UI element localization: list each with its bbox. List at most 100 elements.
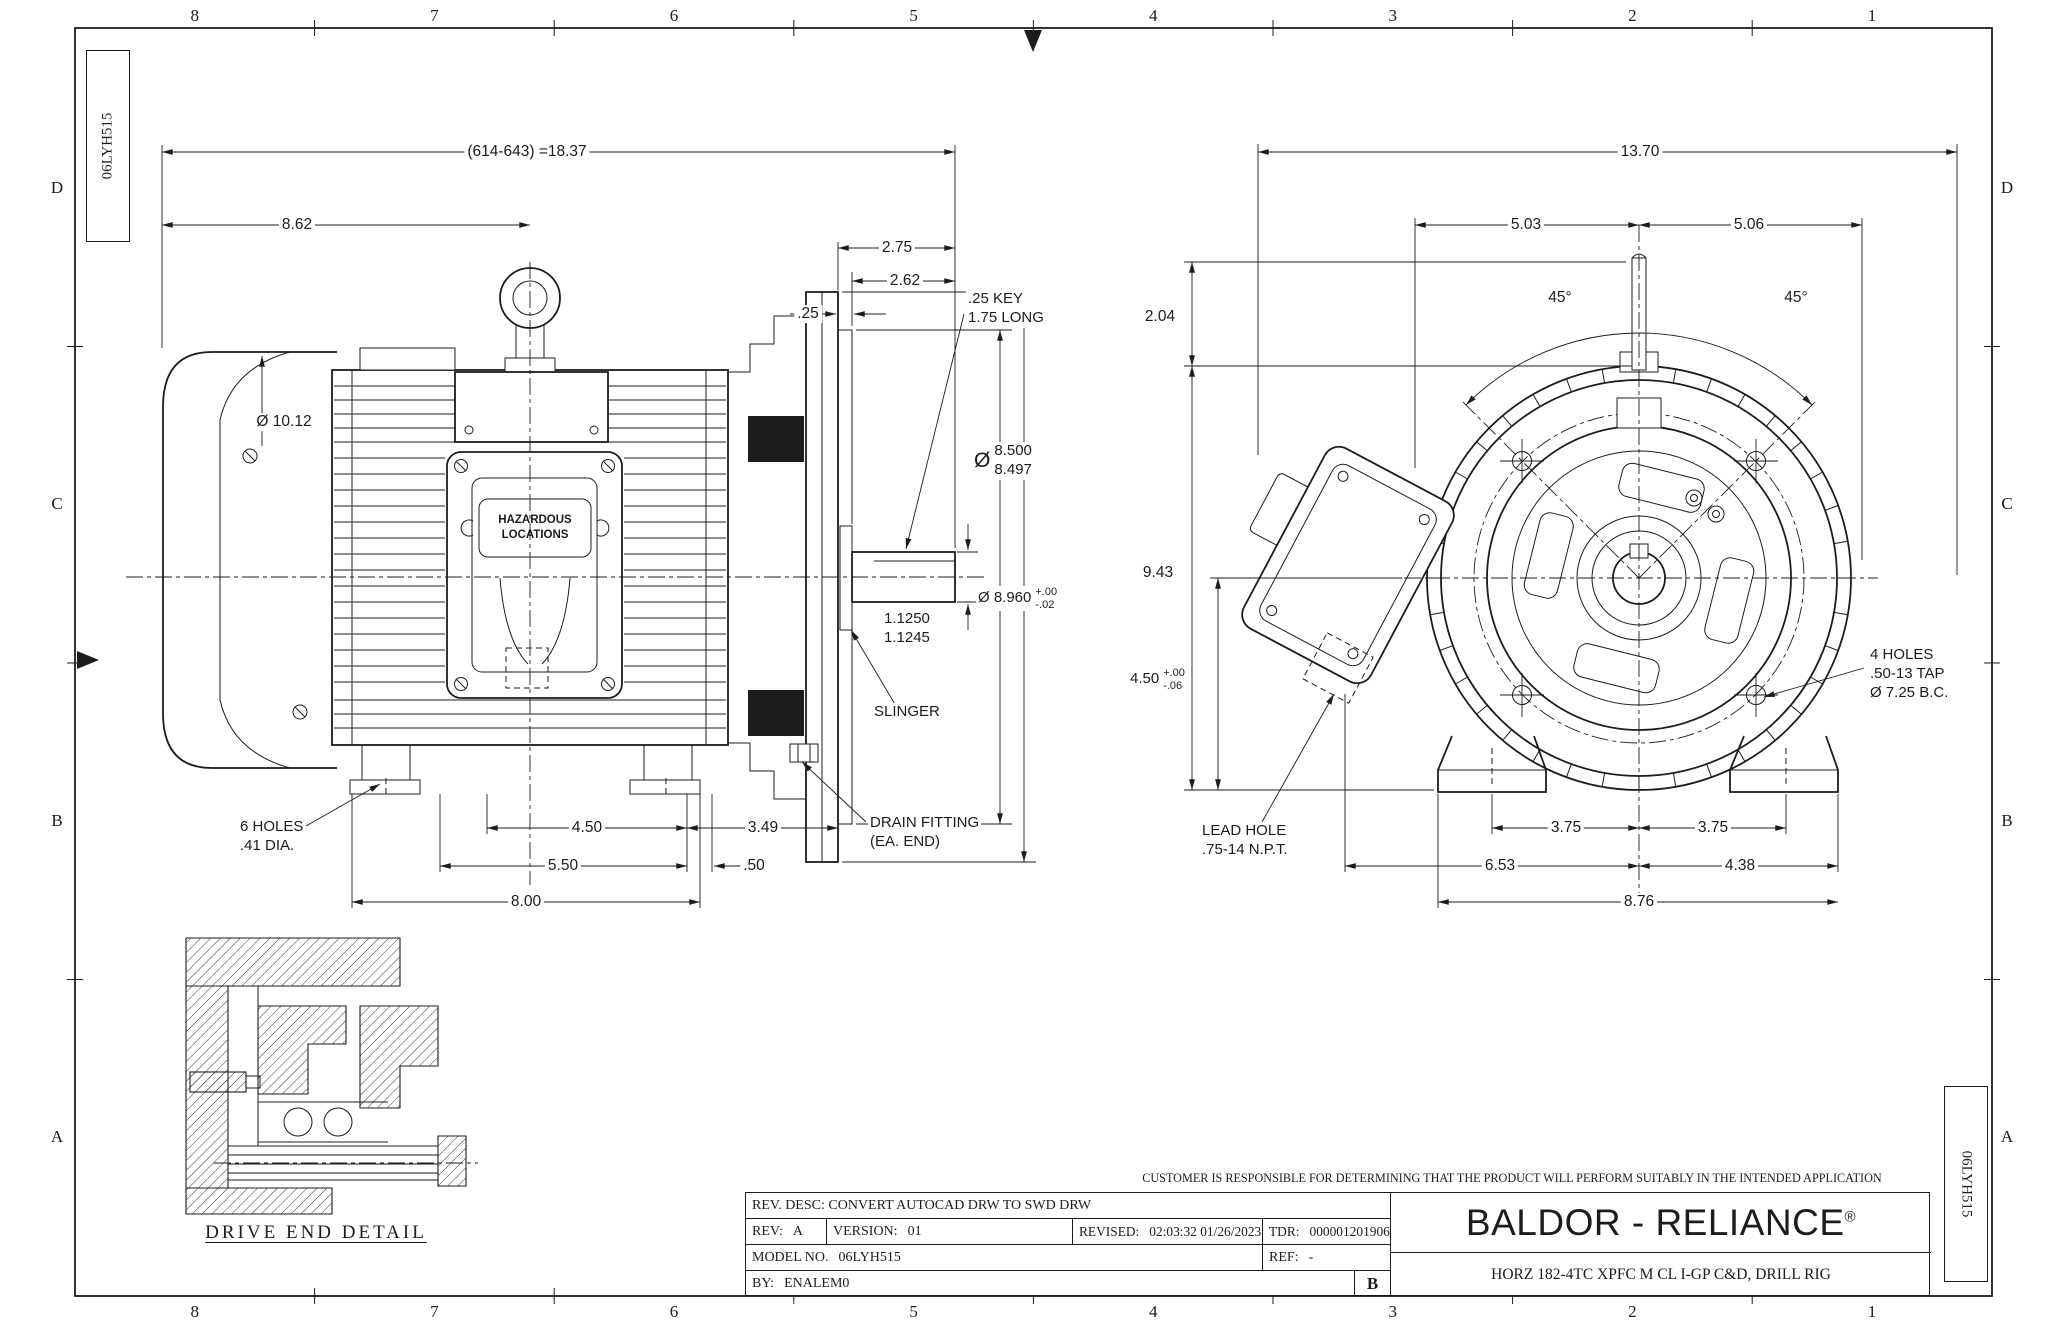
zone-bottom-3: 3 [1388, 1302, 1398, 1321]
zone-bottom-1: 1 [1867, 1302, 1877, 1321]
mounting-feet-front [1437, 735, 1839, 793]
pilot-diameter: Ø 8.500 8.497 [972, 442, 1034, 480]
model-no-cell: MODEL NO.06LYH515 [746, 1245, 1263, 1271]
motor-side-view [126, 262, 988, 885]
dim-8-76: 8.76 [1620, 893, 1658, 911]
title-block: REV. DESC: CONVERT AUTOCAD DRW TO SWD DR… [745, 1192, 1931, 1297]
face-pad [1704, 557, 1755, 644]
zone-right-a: A [2000, 1127, 2014, 1146]
tap-holes [1500, 439, 1778, 717]
tdr-cell: TDR:000001201906 [1263, 1219, 1391, 1245]
zone-bottom-4: 4 [1148, 1302, 1158, 1321]
dim-5-50: 5.50 [544, 857, 582, 875]
revised-cell: REVISED:02:03:32 01/26/2023 [1073, 1219, 1263, 1245]
lead-hole [1302, 632, 1374, 704]
zone-bottom-6: 6 [669, 1302, 679, 1321]
motor-front-view [1241, 225, 1878, 908]
zone-left-a: A [50, 1127, 64, 1146]
dim-3-75-left: 3.75 [1547, 819, 1585, 837]
tap-holes-note: 4 HOLES .50-13 TAP Ø 7.25 B.C. [1868, 646, 1951, 703]
key-note: .25 KEY 1.75 LONG [966, 290, 1046, 328]
zone-bottom-5: 5 [909, 1302, 918, 1321]
zone-left-b: B [51, 811, 63, 830]
zone-left-c: C [51, 494, 63, 513]
slinger [839, 525, 853, 631]
dim-3-49: 3.49 [744, 819, 782, 837]
brand-cell: BALDOR - RELIANCE® [1391, 1193, 1931, 1253]
dim-2-62: 2.62 [886, 272, 924, 290]
angle-45-right: 45° [1781, 289, 1811, 307]
hazardous-locations-plate [478, 498, 592, 558]
bearing-ball [283, 1107, 313, 1137]
flange-diameter: Ø 8.960 +.00 -.02 [976, 586, 1060, 612]
dim-8-62: 8.62 [278, 216, 316, 234]
dim-2-75: 2.75 [878, 239, 916, 257]
zone-top-3: 3 [1388, 6, 1398, 25]
rev-cell: REV:A [746, 1219, 827, 1245]
zone-top-4: 4 [1148, 6, 1158, 25]
fan-cover-diameter: Ø 10.12 [253, 413, 315, 431]
mounting-feet-side [349, 745, 701, 796]
description-cell: HORZ 182-4TC XPFC M CL I-GP C&D, DRILL R… [1491, 1266, 1831, 1283]
center-marker-left [77, 651, 99, 669]
version-cell: VERSION:01 [827, 1219, 1073, 1245]
zone-bottom-7: 7 [430, 1302, 439, 1321]
drive-end-detail-section [185, 937, 478, 1215]
zone-top-7: 7 [430, 6, 439, 25]
zone-left-d: D [50, 178, 64, 197]
dim-4-38: 4.38 [1721, 857, 1759, 875]
shaft-height: 4.50 +.00 -.06 [1128, 667, 1187, 693]
zone-bottom-8: 8 [190, 1302, 200, 1321]
nameplate [454, 371, 609, 443]
dim-0-25: .25 [794, 305, 822, 323]
zone-top-5: 5 [909, 6, 918, 25]
drawing-number-box-top-left: 06LYH515 [86, 50, 130, 242]
zone-top-1: 1 [1867, 6, 1877, 25]
shaft-diameter: 1.1250 1.1245 [882, 610, 932, 648]
feet-holes-note: 6 HOLES .41 DIA. [238, 818, 306, 856]
dim-2-04: 2.04 [1141, 308, 1179, 326]
dim-9-43: 9.43 [1139, 564, 1177, 582]
face-pad [1573, 643, 1660, 694]
drain-fitting [789, 743, 819, 763]
dim-5-06: 5.06 [1730, 216, 1768, 234]
side-view-dimensions [161, 145, 1036, 908]
zone-bottom-2: 2 [1628, 1302, 1637, 1321]
drawing-number-box-bottom-right: 06LYH515 [1944, 1086, 1988, 1282]
lower-plug-block [748, 690, 804, 736]
drain-fitting-note: DRAIN FITTING (EA. END) [868, 814, 982, 852]
dim-overall-length: (614-643) =18.37 [464, 143, 590, 161]
detail-view-title: DRIVE END DETAIL [205, 1222, 427, 1243]
zone-right-d: D [2000, 178, 2014, 197]
dim-0-50: .50 [740, 857, 768, 875]
front-view-dimensions [1184, 144, 1958, 908]
brand-logo-text: BALDOR - RELIANCE® [1465, 1201, 1857, 1243]
diameter-symbol: Ø [974, 448, 991, 472]
zone-top-8: 8 [190, 6, 200, 25]
conduit-box-side [446, 451, 623, 699]
drawing-number: 06LYH515 [99, 112, 116, 180]
fan-cover [162, 351, 337, 769]
zone-top-2: 2 [1628, 6, 1637, 25]
slinger-label: SLINGER [872, 703, 942, 722]
drawing-number: 06LYH515 [1958, 1150, 1975, 1218]
rev-desc-cell: REV. DESC: CONVERT AUTOCAD DRW TO SWD DR… [746, 1193, 1391, 1219]
conduit-box-front [1241, 445, 1455, 685]
sheet-size-cell: B [1355, 1271, 1391, 1297]
dim-8-00: 8.00 [507, 893, 545, 911]
ref-cell: REF:- [1263, 1245, 1391, 1271]
dim-4-50: 4.50 [568, 819, 606, 837]
dim-5-03: 5.03 [1507, 216, 1545, 234]
center-marker-top [1024, 30, 1042, 52]
zone-right-c: C [2001, 494, 2013, 513]
sheet-border [67, 20, 2000, 1304]
dim-3-75-right: 3.75 [1694, 819, 1732, 837]
zone-right-b: B [2001, 811, 2013, 830]
angle-45-left: 45° [1545, 289, 1575, 307]
bearing-ball [323, 1107, 353, 1137]
face-pad [1523, 512, 1574, 599]
disclaimer-text: CUSTOMER IS RESPONSIBLE FOR DETERMINING … [1142, 1171, 1882, 1185]
upper-plug-block [748, 416, 804, 462]
